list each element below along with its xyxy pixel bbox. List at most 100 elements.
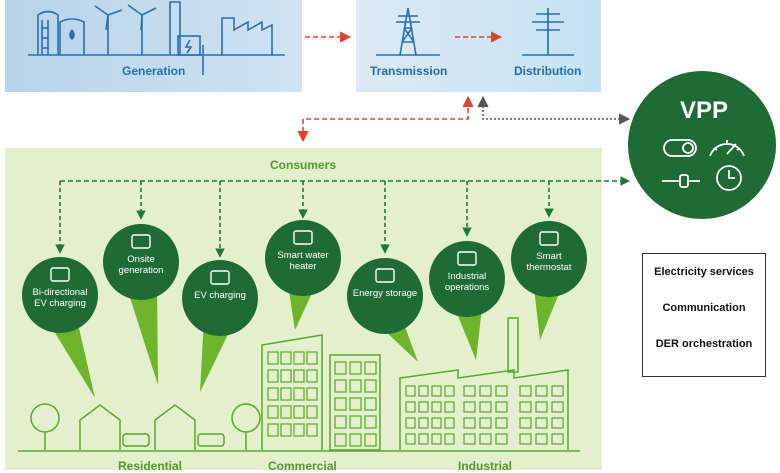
window [334,361,347,375]
window [535,385,548,397]
window [418,385,429,397]
window [495,385,508,397]
pin-circle [347,258,423,334]
pin-circle [511,221,587,297]
window [519,401,532,413]
window [267,369,279,383]
thermometer-icon [539,231,559,246]
window [280,387,292,401]
window [349,433,362,447]
transmission-tower-icon [376,7,440,56]
window [431,385,442,397]
window [306,369,318,383]
pin-circle [265,220,341,296]
window [479,401,492,413]
window [293,351,305,365]
window [349,361,362,375]
window [535,417,548,429]
window [306,351,318,365]
window [267,351,279,365]
pin-label: Smart thermostat [526,251,572,273]
window [551,417,564,429]
window [306,387,318,401]
window [444,433,455,445]
window [535,433,548,445]
legend-der-label: DER orchestration [655,338,753,350]
window [551,401,564,413]
window [334,415,347,429]
clock-icon [716,165,742,191]
window [280,369,292,383]
window [334,397,347,411]
window [280,423,292,437]
industrial-buildings [399,317,569,450]
window [444,385,455,397]
window [463,433,476,445]
window [479,433,492,445]
distribution-label: Distribution [514,64,582,78]
pin-circle [429,241,505,317]
transmission-label: Transmission [370,64,448,78]
pin-circle [182,260,258,336]
sector-industrial: Industrial [458,459,513,473]
pin-label: Industrial operations [444,271,490,293]
generation-label: Generation [122,64,186,78]
communication-arrow [477,95,631,125]
window [364,433,377,447]
window [495,417,508,429]
der-orchestration-drops [55,181,554,258]
pin-tail [44,315,95,398]
window [364,361,377,375]
window [431,433,442,445]
pin-circle [22,257,98,333]
generation-panel [5,0,302,92]
window [463,401,476,413]
residential-houses [30,403,261,450]
window [306,423,318,437]
window [334,433,347,447]
window [280,405,292,419]
pin-tail [200,318,236,392]
commercial-buildings [261,334,381,451]
window [535,401,548,413]
legend-communication-label: Communication [662,302,746,314]
consumer-pins [22,220,587,398]
distribution-pole-icon [522,8,574,56]
window [364,415,377,429]
sector-residential: Residential [118,459,183,473]
vpp-circle [628,71,776,219]
solar-panel-icon [131,234,151,249]
pin-tail [125,282,158,385]
window [444,401,455,413]
pin-label: Bi-directional EV charging [32,287,88,309]
legend-box: Electricity services Communication DER o… [642,253,766,377]
ev-charger-icon [50,267,70,282]
window [349,379,362,393]
pin-label: Energy storage [352,288,418,299]
battery-icon [375,268,395,283]
window [463,417,476,429]
machine-icon [457,251,477,266]
car-plug-icon [210,270,230,285]
window [349,415,362,429]
slider-icon [662,174,700,188]
window [364,379,377,393]
window [418,433,429,445]
window [364,397,377,411]
window [479,417,492,429]
window [293,405,305,419]
pin-label: EV charging [194,290,246,301]
window [519,433,532,445]
sector-commercial: Commercial [268,459,337,473]
toggle-icon [663,139,697,157]
legend-electricity-label: Electricity services [654,266,754,278]
window [334,379,347,393]
window [293,369,305,383]
window [267,387,279,401]
pin-label: Onsite generation [118,254,164,276]
pin-label: Smart water heater [277,250,329,272]
building-windows [267,351,564,447]
window [418,417,429,429]
pin-circle [103,224,179,300]
